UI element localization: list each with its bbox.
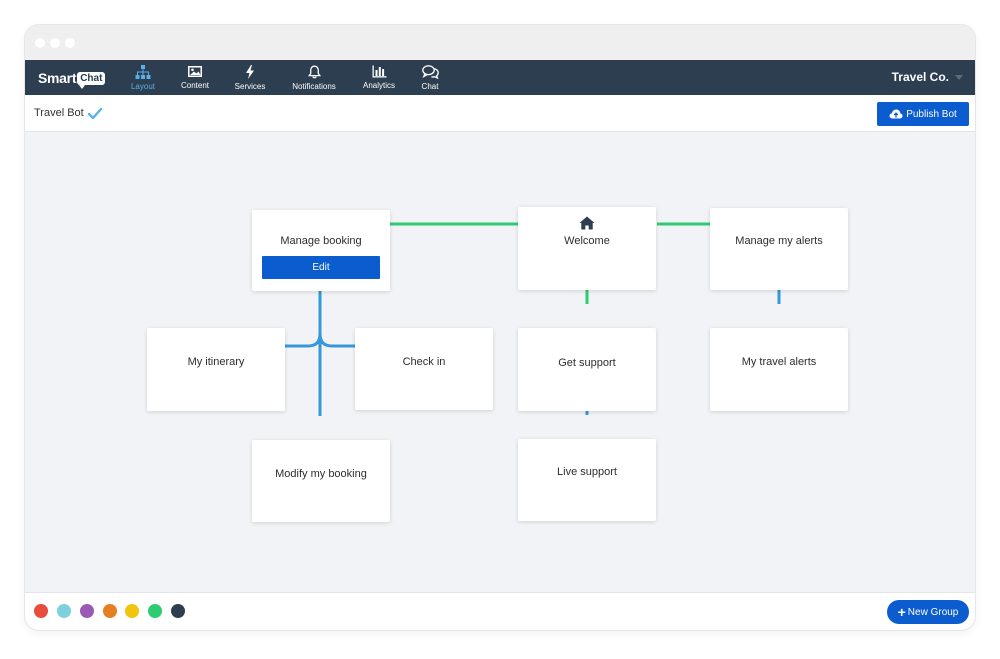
window-close-dot[interactable]: [35, 38, 45, 48]
nav-analytics[interactable]: Analytics: [344, 65, 414, 90]
flow-canvas[interactable]: Manage booking Edit Welcome Manage my al…: [25, 132, 975, 592]
nav-label: Notifications: [292, 82, 336, 91]
bar-chart-icon: [372, 65, 386, 78]
nav-label: Analytics: [362, 81, 395, 90]
account-menu[interactable]: Travel Co.: [892, 70, 963, 84]
image-icon: [188, 66, 202, 77]
cloud-upload-icon: [889, 109, 903, 119]
home-icon: [579, 216, 595, 230]
color-swatch-orange[interactable]: [103, 604, 117, 618]
node-check-in[interactable]: Check in: [355, 328, 493, 410]
color-swatch-yellow[interactable]: [125, 604, 139, 618]
color-swatch-green[interactable]: [148, 604, 162, 618]
checkmark-icon: [87, 107, 102, 119]
new-group-button[interactable]: + New Group: [887, 600, 969, 624]
nav-notifications[interactable]: Notifications: [279, 65, 349, 91]
nav-services[interactable]: Services: [215, 65, 285, 91]
bot-name-text: Travel Bot: [34, 107, 84, 119]
nav-label: Content: [180, 81, 210, 90]
node-title: Modify my booking: [275, 468, 367, 480]
color-swatch-navy[interactable]: [171, 604, 185, 618]
nav-label: Chat: [421, 82, 439, 91]
top-navbar: Smart Chat Layout Conten: [25, 60, 975, 95]
app-window: Smart Chat Layout Conten: [25, 25, 975, 630]
node-my-travel-alerts[interactable]: My travel alerts: [710, 328, 848, 411]
bot-toolbar: Travel Bot Publish Bot: [25, 95, 975, 132]
nav-layout[interactable]: Layout: [108, 65, 178, 91]
node-title: Check in: [402, 356, 446, 368]
color-swatch-red[interactable]: [34, 604, 48, 618]
window-titlebar: [25, 25, 975, 60]
connector-itinerary-checkin: [285, 333, 355, 348]
nav-label: Services: [234, 82, 266, 91]
color-swatch-purple[interactable]: [80, 604, 94, 618]
logo-badge: Chat: [77, 71, 106, 89]
sitemap-icon: [135, 65, 151, 79]
bolt-icon: [246, 65, 254, 79]
node-title: Manage booking: [280, 235, 362, 247]
plus-icon: +: [897, 604, 906, 620]
nav-label: Layout: [130, 82, 156, 91]
node-title: Get support: [558, 357, 616, 369]
node-get-support[interactable]: Get support: [518, 328, 656, 411]
node-title: My itinerary: [187, 356, 245, 368]
nav-content[interactable]: Content: [160, 65, 230, 90]
node-title: Live support: [557, 466, 617, 478]
color-swatch-light-blue[interactable]: [57, 604, 71, 618]
node-title: My travel alerts: [741, 356, 817, 368]
chat-bubbles-icon: [421, 65, 439, 79]
window-minimize-dot[interactable]: [50, 38, 60, 48]
node-welcome[interactable]: Welcome: [518, 207, 656, 290]
node-my-itinerary[interactable]: My itinerary: [147, 328, 285, 411]
node-title: Manage my alerts: [735, 235, 823, 247]
node-live-support[interactable]: Live support: [518, 439, 656, 521]
account-name: Travel Co.: [891, 70, 949, 84]
caret-down-icon: [955, 74, 963, 80]
node-title: Welcome: [564, 235, 610, 247]
logo-text: Smart: [38, 70, 77, 86]
publish-bot-button[interactable]: Publish Bot: [877, 102, 969, 126]
edit-node-button[interactable]: Edit: [262, 256, 380, 279]
canvas-footer: + New Group: [25, 592, 975, 630]
bell-icon: [307, 65, 321, 79]
node-modify-booking[interactable]: Modify my booking: [252, 440, 390, 522]
node-manage-alerts[interactable]: Manage my alerts: [710, 208, 848, 290]
node-manage-booking[interactable]: Manage booking Edit: [252, 210, 390, 291]
nav-chat[interactable]: Chat: [395, 65, 465, 91]
publish-bot-label: Publish Bot: [906, 108, 957, 120]
smartchat-logo[interactable]: Smart Chat: [38, 69, 106, 89]
window-maximize-dot[interactable]: [65, 38, 75, 48]
bot-name-label: Travel Bot: [34, 107, 102, 119]
new-group-label: New Group: [907, 606, 959, 618]
